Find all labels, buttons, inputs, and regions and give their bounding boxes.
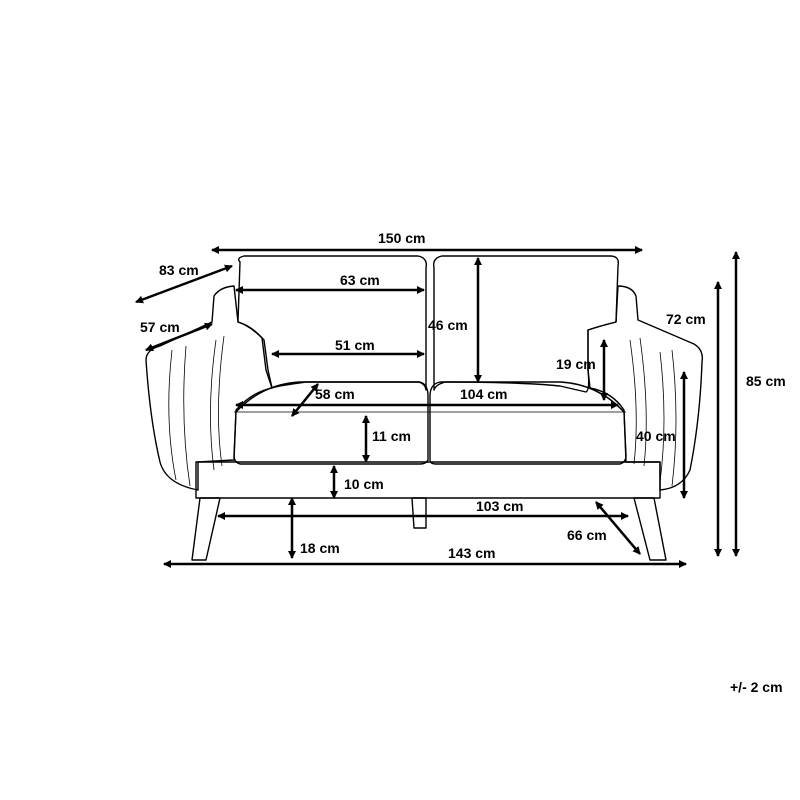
tolerance-note: +/- 2 cm [730,679,783,695]
label-frame-height: 10 cm [344,476,384,492]
label-seat-height: 40 cm [636,428,676,444]
arrow-leg-span [595,501,641,555]
right-seat-cushion [429,381,627,465]
label-leg-spacing: 103 cm [476,498,523,514]
sofa-drawing [145,255,704,561]
label-arm-height: 72 cm [666,311,706,327]
label-cushion-depth: 58 cm [315,386,355,402]
label-inner-back-width: 51 cm [335,337,375,353]
label-seat-depth: 57 cm [140,319,180,335]
sofa-base [195,461,661,499]
left-back-cushion [237,255,428,391]
label-armrest-height: 19 cm [556,356,596,372]
label-cushion-thickness: 11 cm [372,428,411,444]
label-back-height: 46 cm [428,317,468,333]
leg-back-left [411,497,427,529]
left-arm [145,285,273,491]
arrow-cushion-depth [291,383,319,417]
dimension-labels: 150 cm 83 cm 57 cm 63 cm 51 cm 46 cm 72 … [140,230,786,561]
arrow-depth [135,264,233,304]
label-backrest-width: 63 cm [340,272,380,288]
label-leg-height: 18 cm [300,540,340,556]
label-leg-span: 66 cm [567,527,607,543]
label-total-height: 85 cm [746,373,786,389]
right-arm [587,285,704,491]
label-total-width: 150 cm [378,230,425,246]
dimension-arrows [135,246,740,568]
label-base-width: 143 cm [448,545,495,561]
arrow-seat-depth [145,322,213,352]
label-seat-width: 104 cm [460,386,507,402]
leg-front-left [191,497,221,561]
label-depth: 83 cm [159,262,199,278]
